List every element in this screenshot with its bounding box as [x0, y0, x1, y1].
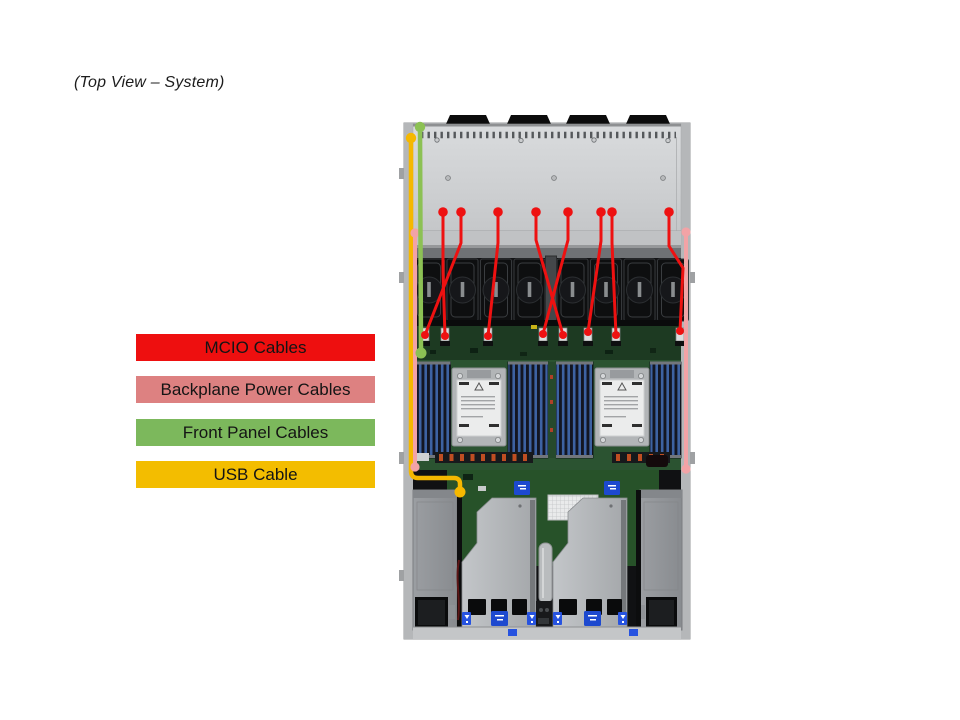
blue-label [584, 611, 601, 626]
riser-bracket-2 [552, 497, 628, 628]
rear-io [536, 601, 552, 627]
chassis-left-rail [404, 123, 413, 639]
legend-item-backplane-power-cables: Backplane Power Cables [136, 376, 375, 403]
mcio-connector-strip [413, 325, 685, 360]
fan-module [413, 258, 445, 322]
front-panel-cable-end-dot [415, 347, 427, 359]
dimm-bank [414, 361, 451, 459]
front-panel-cable-route [414, 121, 427, 359]
blue-label [491, 611, 508, 626]
mcio-cable-routes [421, 207, 685, 340]
rear-section [412, 470, 683, 639]
page-title: (Top View – System) [74, 74, 225, 91]
power-connector-row [416, 452, 670, 467]
chassis-bottom-rail [413, 627, 681, 639]
usb-cable-route [405, 132, 466, 498]
cpu1-heatsink [451, 367, 507, 447]
fan-handle [626, 115, 670, 124]
dimm-bank [507, 361, 549, 459]
fan-handle [566, 115, 610, 124]
backplane-power-cable-routes [410, 227, 691, 474]
usb-cable-end-dot [454, 486, 466, 498]
fan-module [513, 258, 546, 322]
psu-right [639, 489, 683, 631]
fan-module [446, 258, 479, 322]
legend-item-mcio-cables: MCIO Cables [136, 334, 375, 361]
fan-handle [507, 115, 551, 124]
fan-module [480, 258, 512, 322]
legend-item-usb-cable: USB Cable [136, 461, 375, 488]
fan-module [556, 258, 589, 322]
legend-item-front-panel-cables: Front Panel Cables [136, 419, 375, 446]
usb-cable-origin-dot [405, 132, 417, 144]
dimm-bank [649, 361, 682, 459]
front-panel-cable-origin-dot [414, 121, 426, 133]
motherboard [413, 360, 682, 470]
fan-module [623, 258, 656, 322]
riser-latches [462, 612, 627, 625]
dimm-bank [555, 361, 594, 459]
drive-bay-cover [412, 115, 682, 249]
psu-left [412, 489, 458, 631]
cpu2-heatsink [594, 367, 650, 447]
cable-overlay [405, 121, 691, 498]
fan-handle [446, 115, 490, 124]
center-cylinder [538, 542, 553, 604]
